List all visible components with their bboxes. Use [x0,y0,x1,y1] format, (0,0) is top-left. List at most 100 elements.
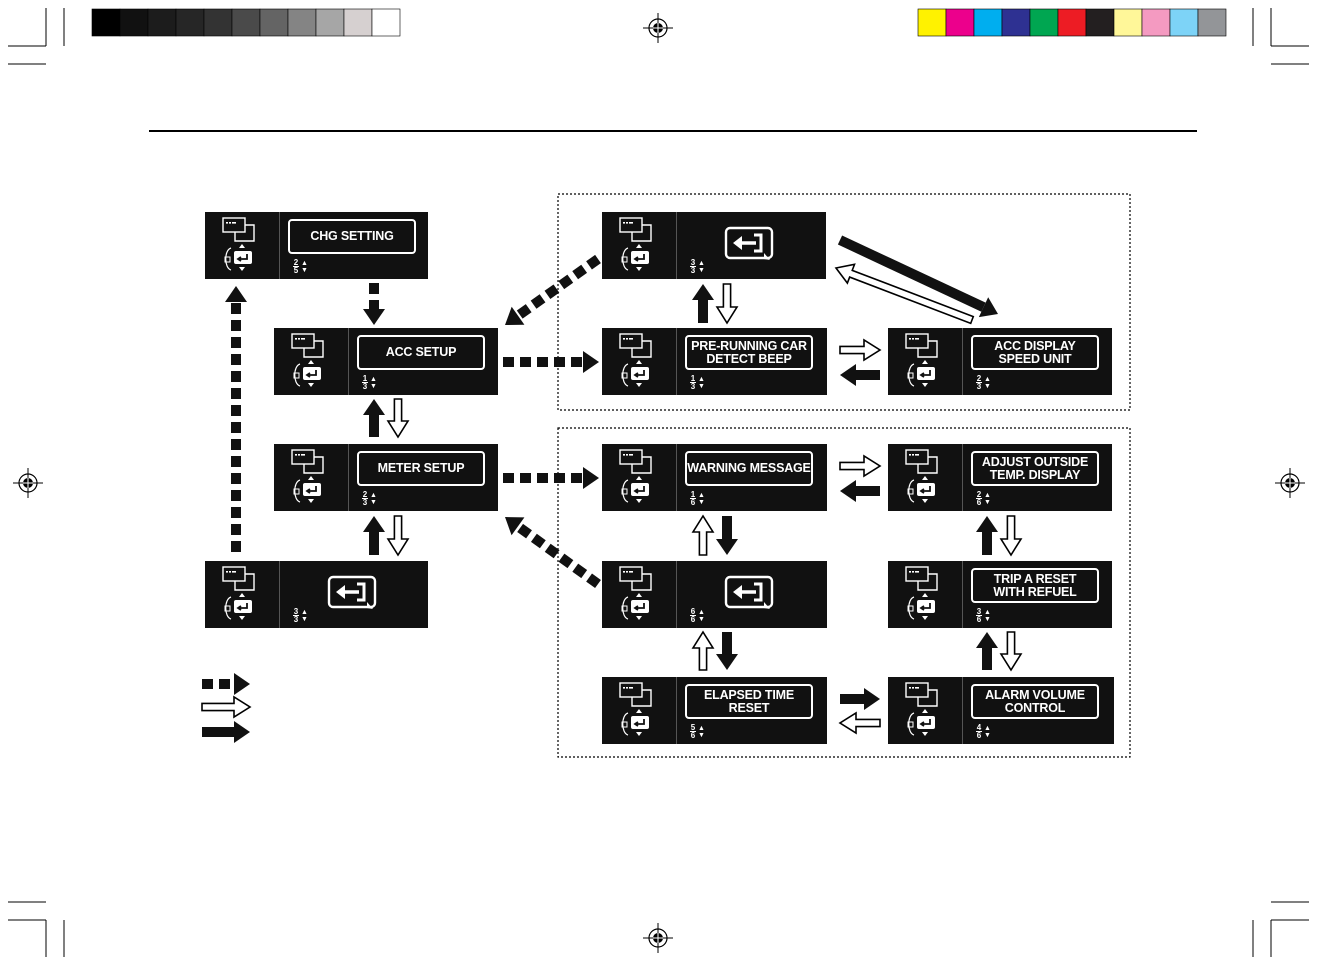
setting-label: ACC SETUP [357,335,485,370]
screen-divider [962,328,963,395]
page-total: 6 [976,731,982,740]
scroll-arrows-icon: ▲▼ [984,376,991,390]
gray-swatch [91,8,121,37]
color-swatch [945,8,975,37]
scroll-arrows-icon: ▲▼ [370,492,377,506]
solid-arrow [363,516,385,555]
gray-registration-bar [91,8,401,37]
page-total: 5 [293,266,299,275]
display-menu-icon [619,682,652,736]
scroll-arrows-icon: ▲▼ [301,260,308,274]
page-total: 3 [293,615,299,624]
screen-divider [676,561,677,628]
solid-arrow [976,516,998,555]
acc-back-arrow [505,254,601,325]
acc-setup-group-box [557,193,1131,411]
display-menu-icon [905,682,938,736]
gray-swatch [203,8,233,37]
setting-label: WARNING MESSAGE [685,451,813,486]
setting-label: METER SETUP [357,451,485,486]
registration-target-icon [1274,467,1306,499]
hollow-arrow [386,515,410,557]
hollow-arrow [999,631,1023,672]
hollow-arrow [834,263,975,325]
gray-swatch [343,8,373,37]
solid-arrow [840,688,880,710]
meter-back-arrow [505,517,601,589]
back-arrow-icon [724,575,774,609]
page-total: 6 [690,498,696,507]
gray-swatch [119,8,149,37]
display-menu-icon [905,333,938,387]
color-swatch [1141,8,1171,37]
hollow-arrow [838,711,881,735]
hollow-arrow [715,283,739,325]
screen-divider [962,677,963,744]
scroll-arrows-icon: ▲▼ [301,609,308,623]
legend-dashed-arrow [202,673,250,695]
screen-divider [279,212,280,279]
solid-arrow [837,235,998,318]
screen-divider [676,677,677,744]
solid-arrow [976,632,998,670]
display-menu-icon [619,333,652,387]
meter-enter-arrow [503,467,599,489]
color-swatch [973,8,1003,37]
screen-divider [348,328,349,395]
screen-divider [676,328,677,395]
page-number: 6 [690,607,696,616]
scroll-arrows-icon: ▲▼ [698,725,705,739]
hollow-arrow [691,630,715,671]
registration-target-icon [642,922,674,954]
gray-swatch [231,8,261,37]
page-total: 3 [690,266,696,275]
hollow-arrow [839,338,882,362]
page-total: 6 [976,498,982,507]
display-menu-icon [905,566,938,620]
scroll-arrows-icon: ▲▼ [984,609,991,623]
hollow-arrow [691,514,715,556]
display-menu-icon [619,217,652,271]
solid-arrow [692,284,714,323]
page-number: 1 [690,490,696,499]
page-total: 6 [690,615,696,624]
scroll-arrows-icon: ▲▼ [698,609,705,623]
scroll-arrows-icon: ▲▼ [698,376,705,390]
page-total: 3 [976,382,982,391]
legend-solid-arrow [202,721,250,743]
page-total: 6 [976,615,982,624]
setting-label: ELAPSED TIME RESET [685,684,813,719]
display-menu-icon [291,449,324,503]
page-number: 3 [293,607,299,616]
chg-to-acc-arrow [363,283,385,325]
setting-label: TRIP A RESET WITH REFUEL [971,568,1099,603]
scroll-arrows-icon: ▲▼ [984,492,991,506]
setting-label: ALARM VOLUME CONTROL [971,684,1099,719]
screen-divider [676,212,677,279]
page-number: 4 [976,723,982,732]
setting-label: ACC DISPLAY SPEED UNIT [971,335,1099,370]
setting-label: CHG SETTING [288,219,416,254]
solid-arrow [716,632,738,670]
gray-swatch [259,8,289,37]
color-swatch [1113,8,1143,37]
scroll-arrows-icon: ▲▼ [370,376,377,390]
